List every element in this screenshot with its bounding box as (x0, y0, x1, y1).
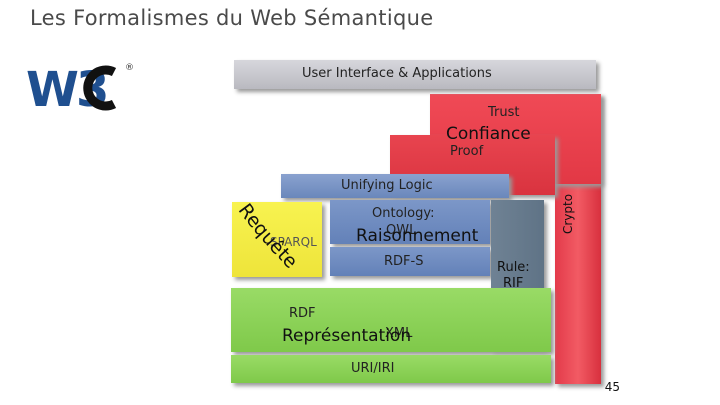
query-label: SPARQL (270, 235, 317, 249)
rule-label: Rule: (497, 260, 530, 275)
uri-label: URI/IRI (351, 361, 395, 376)
ui-label: User Interface & Applications (302, 66, 492, 81)
registered-mark: ® (125, 63, 134, 73)
page-number: 45 (604, 380, 620, 394)
raisonnement-label: Raisonnement (356, 226, 479, 246)
proof-label: Proof (450, 144, 484, 159)
rdf-layer: RDF XML (231, 288, 551, 352)
crypto-label: Crypto (561, 193, 575, 234)
representation-label: Représentation (282, 326, 412, 346)
xml-label: XML (385, 326, 413, 341)
rdf-label: RDF (289, 306, 316, 321)
rif-label: RIF (503, 276, 524, 291)
requete-text: Requête (234, 200, 302, 273)
query-layer: SPARQL (232, 202, 322, 277)
ontology-layer: Ontology: OWL (330, 200, 490, 244)
trust-label: Trust (488, 105, 520, 120)
rdfs-label: RDF-S (384, 254, 424, 269)
unifying-logic-layer: Unifying Logic (281, 174, 509, 198)
unifying-logic-label: Unifying Logic (341, 178, 433, 193)
rdfs-layer: RDF-S (330, 247, 490, 276)
ontology-label: Ontology: (372, 206, 435, 221)
w3c-logo-graphic: W3 ® (26, 62, 134, 118)
ui-layer: User Interface & Applications (234, 60, 596, 89)
owl-label: OWL (386, 223, 417, 238)
slide-title: Les Formalismes du Web Sémantique (30, 6, 434, 30)
svg-text:Requête: Requête (234, 200, 302, 273)
w3c-logo: W3 ® (26, 58, 138, 118)
requete-curved-label: Requête (234, 200, 302, 273)
confiance-label: Confiance (446, 124, 531, 144)
uri-layer: URI/IRI (231, 355, 551, 383)
